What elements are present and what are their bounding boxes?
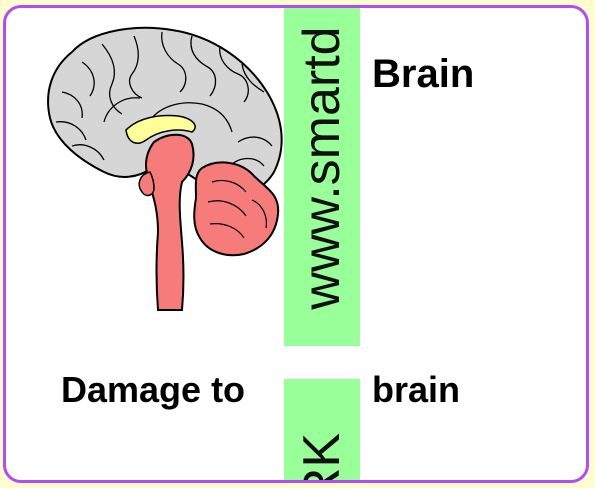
watermark-strip-top: www.smartd xyxy=(284,5,360,346)
brain-illustration xyxy=(42,22,304,312)
caption-left: Damage to xyxy=(61,369,245,411)
caption-right: brain xyxy=(372,369,460,411)
watermark-text-top: www.smartd xyxy=(292,26,352,309)
watermark-strip-bottom: RK xyxy=(284,379,360,483)
slide-card: www.smartd RK Brain Damage to brain xyxy=(3,5,589,483)
slide-title: Brain xyxy=(372,52,474,97)
watermark-text-bottom: RK xyxy=(292,433,352,483)
pituitary-shape xyxy=(139,172,154,195)
brainstem-shape xyxy=(146,135,194,310)
